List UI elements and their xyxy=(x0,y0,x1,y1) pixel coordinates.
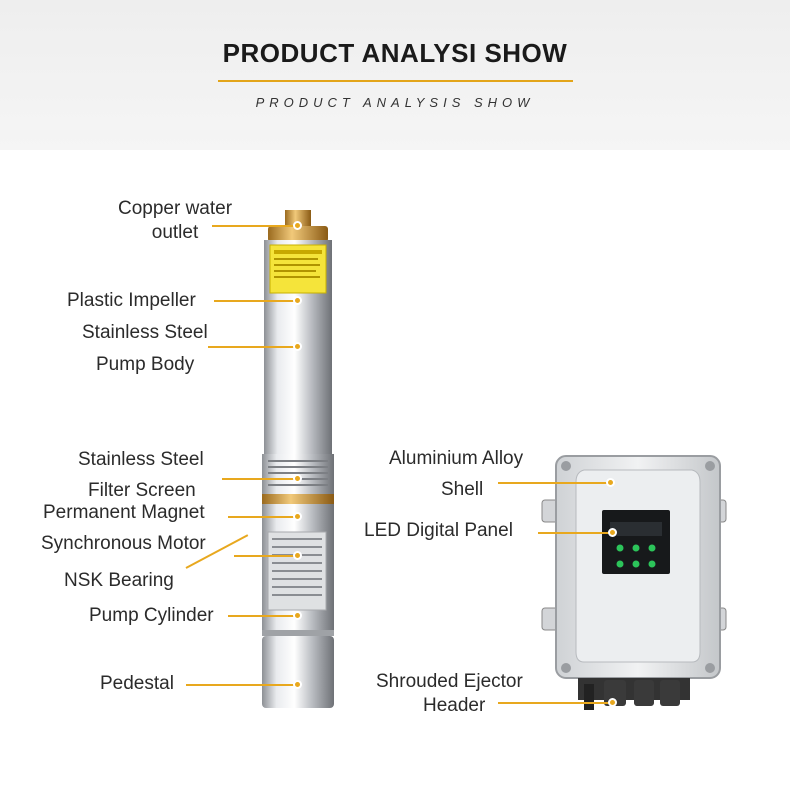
marker-dot xyxy=(608,528,617,537)
label-shell-line2: Shell xyxy=(441,479,484,500)
leader-line xyxy=(538,532,612,534)
label-copper-outlet-line2: outlet xyxy=(151,222,199,243)
label-shell-line1: Aluminium Alloy xyxy=(389,448,524,469)
label-pedestal: Pedestal xyxy=(100,673,174,694)
label-led-panel: LED Digital Panel xyxy=(364,520,513,541)
sticker-text-line xyxy=(274,276,320,278)
leader-line xyxy=(228,516,298,518)
label-ejector-line2: Header xyxy=(423,695,486,716)
marker-dot xyxy=(293,512,302,521)
leader-line xyxy=(222,478,298,480)
marker-dot xyxy=(293,551,302,560)
title-underline xyxy=(218,80,573,82)
page-subtitle: PRODUCT ANALYSIS SHOW xyxy=(255,95,535,110)
label-copper-outlet-line1: Copper water xyxy=(117,198,233,219)
marker-dot xyxy=(293,296,302,305)
label-nsk-bearing: NSK Bearing xyxy=(64,570,174,591)
seam xyxy=(262,630,334,636)
leader-line xyxy=(498,702,612,704)
label-plastic-impeller: Plastic Impeller xyxy=(67,290,196,311)
sticker-text-line xyxy=(274,264,320,266)
sticker-text-line xyxy=(274,270,316,272)
marker-dot xyxy=(606,478,615,487)
marker-dot xyxy=(293,474,302,483)
marker-dot xyxy=(293,342,302,351)
label-synchronous-motor: Synchronous Motor xyxy=(41,533,206,554)
label-pump-cylinder: Pump Cylinder xyxy=(89,605,214,626)
sticker-text-line xyxy=(274,258,318,260)
sticker-text-line xyxy=(274,250,322,254)
leader-line xyxy=(234,555,298,557)
page-title: PRODUCT ANALYSI SHOW xyxy=(222,38,568,68)
marker-dot xyxy=(608,698,617,707)
marker-dot xyxy=(293,611,302,620)
pump-pedestal xyxy=(262,636,334,708)
copper-ring xyxy=(262,494,334,504)
label-ejector-line1: Shrouded Ejector xyxy=(376,671,523,692)
leader-line xyxy=(498,482,610,484)
leader-line xyxy=(214,300,298,302)
copper-outlet-base xyxy=(268,226,328,242)
label-pump-body-line2: Pump Body xyxy=(96,354,195,375)
leader-line xyxy=(208,346,298,348)
marker-dot xyxy=(293,221,302,230)
solar-controller-box-illustration xyxy=(541,455,727,710)
leader-line xyxy=(186,684,298,686)
label-filter-line1: Stainless Steel xyxy=(78,449,204,470)
header-band: PRODUCT ANALYSI SHOW PRODUCT ANALYSIS SH… xyxy=(0,0,790,150)
label-permanent-magnet: Permanent Magnet xyxy=(43,502,205,523)
leader-line xyxy=(228,615,298,617)
leader-line xyxy=(212,225,298,227)
label-filter-line2: Filter Screen xyxy=(88,480,196,501)
marker-dot xyxy=(293,680,302,689)
label-pump-body-line1: Stainless Steel xyxy=(82,322,208,343)
